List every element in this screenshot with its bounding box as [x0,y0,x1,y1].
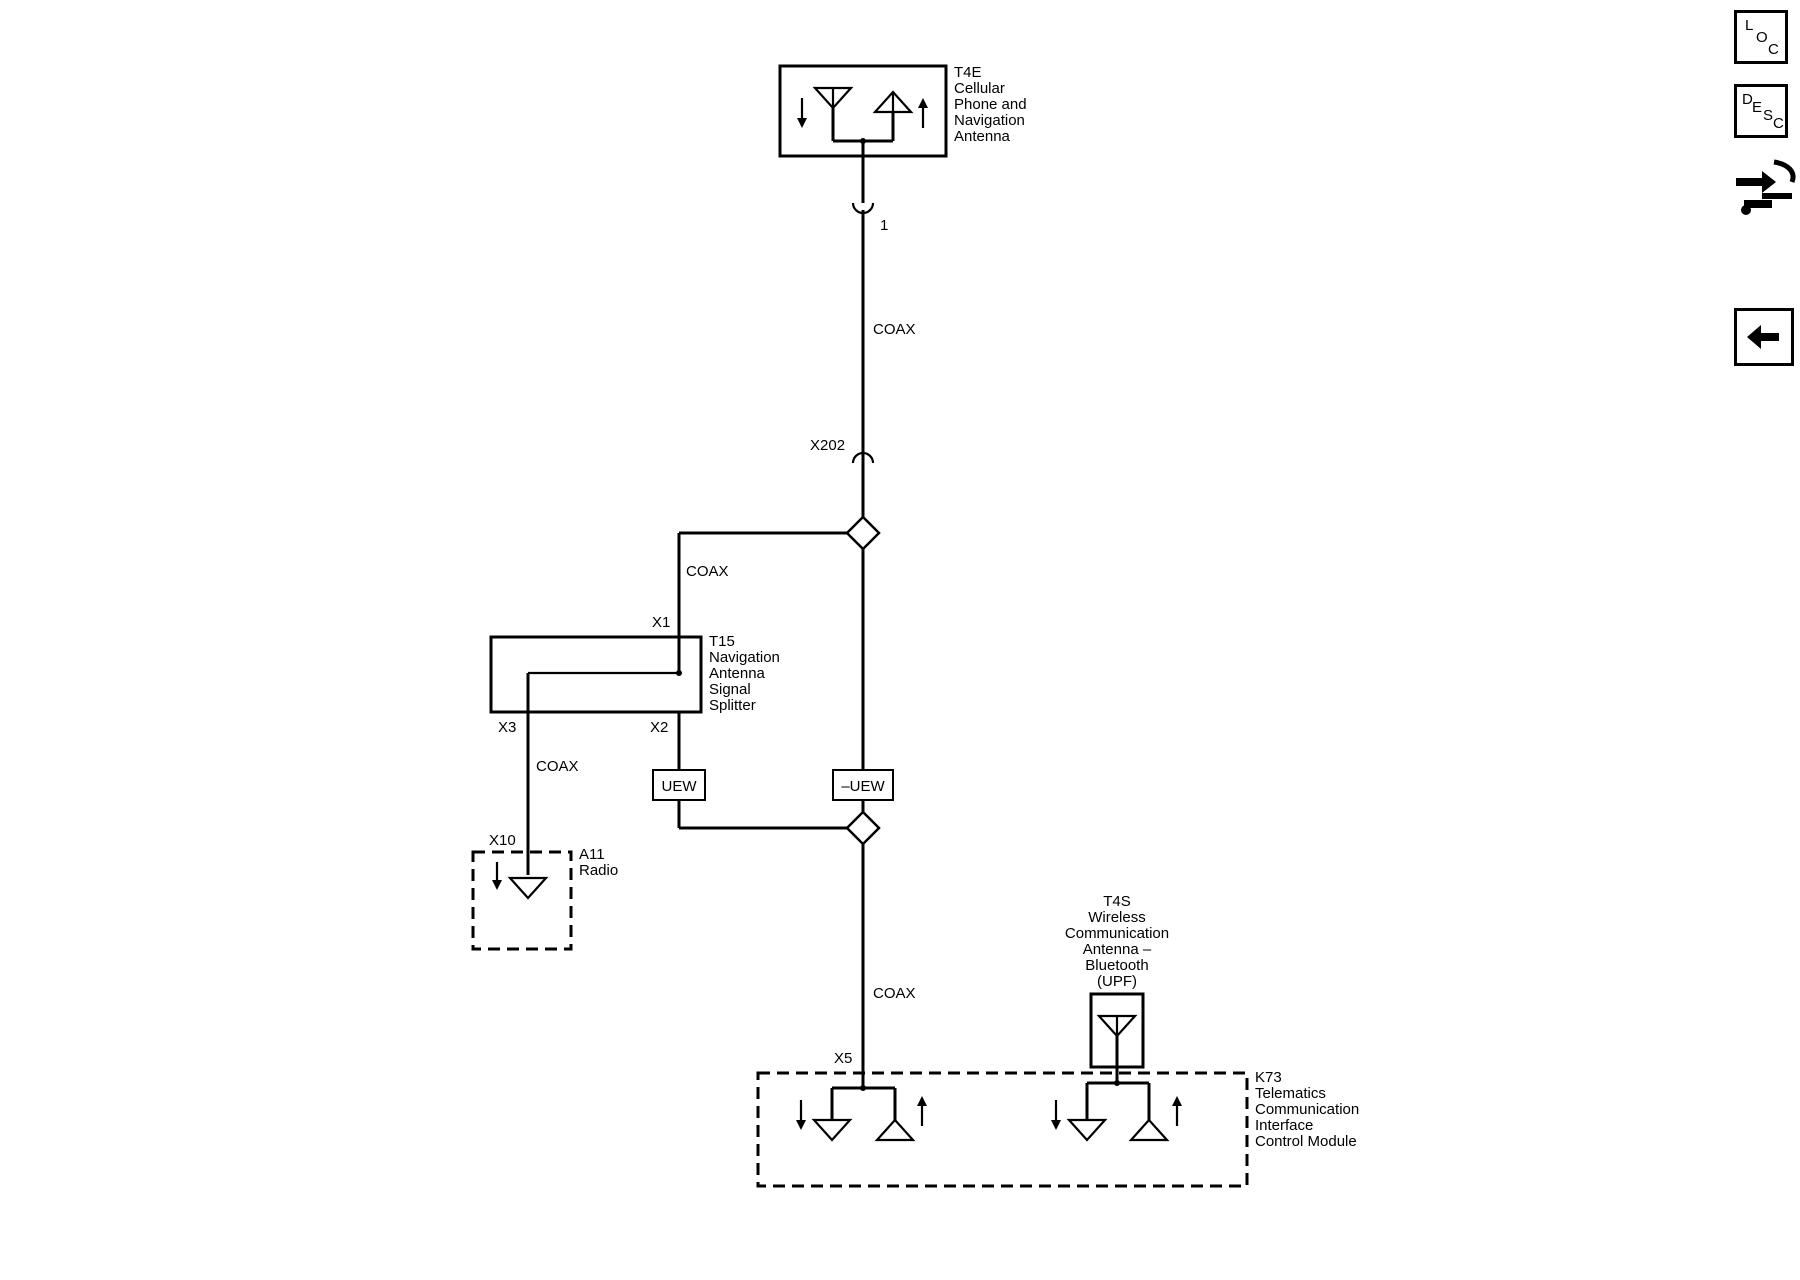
t4e-label-4: Navigation [954,112,1025,129]
back-arrow-icon [1747,325,1779,349]
main-coax-wire[interactable] [851,141,875,1088]
not-uew-option-label: –UEW [841,778,885,795]
loc-letter-c: C [1768,41,1779,58]
pin-1-label: 1 [880,217,888,234]
uew-option-label: UEW [662,778,698,795]
x5-label: X5 [834,1050,852,1067]
k73-box [756,1071,1249,1188]
k73-label-5: Control Module [1255,1133,1357,1150]
a11-box [471,850,573,951]
desc-button[interactable]: D E S C [1734,84,1788,138]
t15-label-5: Splitter [709,697,756,714]
coax-left-label: COAX [536,758,579,775]
a11-radio[interactable] [471,850,573,951]
back-button[interactable] [1734,308,1794,366]
t4e-label-5: Antenna [954,128,1011,145]
not-uew-option-box [832,769,894,801]
k73-label-1: K73 [1255,1069,1282,1086]
t15-label-3: Antenna [709,665,766,682]
t4s-label-2: Wireless [1088,909,1146,926]
t4s-antenna[interactable] [1089,992,1145,1083]
x10-label: X10 [489,832,516,849]
splitter-branch-wire[interactable] [677,531,847,673]
t4s-label-3: Communication [1065,925,1169,942]
lower-splice [845,810,881,846]
service-tools-button[interactable] [1732,152,1800,222]
upper-splice [845,515,881,551]
t15-splitter[interactable] [489,635,703,714]
k73-module[interactable] [756,1071,1249,1188]
x3-label: X3 [498,719,516,736]
a11-label-1: A11 [579,846,605,863]
uew-option-box [652,769,706,801]
x1-label: X1 [652,614,670,631]
uew-wire[interactable] [677,712,847,830]
x2-label: X2 [650,719,668,736]
t4e-label-2: Cellular [954,80,1005,97]
t15-box [489,635,703,714]
t15-label-2: Navigation [709,649,780,666]
a11-label-2: Radio [579,862,618,879]
desc-letter-d: D [1742,91,1753,108]
t4e-label-3: Phone and [954,96,1027,113]
service-tools-icon [1736,159,1796,215]
coax-top-label: COAX [873,321,916,338]
desc-letter-c: C [1773,115,1784,132]
t4s-label-6: (UPF) [1097,973,1137,990]
t4s-label-1: T4S [1103,893,1131,910]
x202-label: X202 [810,437,845,454]
t15-label-4: Signal [709,681,751,698]
desc-letter-e: E [1752,99,1763,116]
loc-letter-o: O [1756,29,1768,46]
t4e-label-1: T4E [954,64,982,81]
k73-label-4: Interface [1255,1117,1313,1134]
k73-label-2: Telematics [1255,1085,1326,1102]
coax-mid-label: COAX [686,563,729,580]
loc-letter-l: L [1745,17,1754,34]
t4s-label-4: Antenna – [1083,941,1152,958]
coax-bottom-label: COAX [873,985,916,1002]
t4s-label-5: Bluetooth [1085,957,1148,974]
loc-button[interactable]: L O C [1734,10,1788,64]
desc-letter-s: S [1763,107,1774,124]
k73-label-3: Communication [1255,1101,1359,1118]
t15-label-1: T15 [709,633,735,650]
